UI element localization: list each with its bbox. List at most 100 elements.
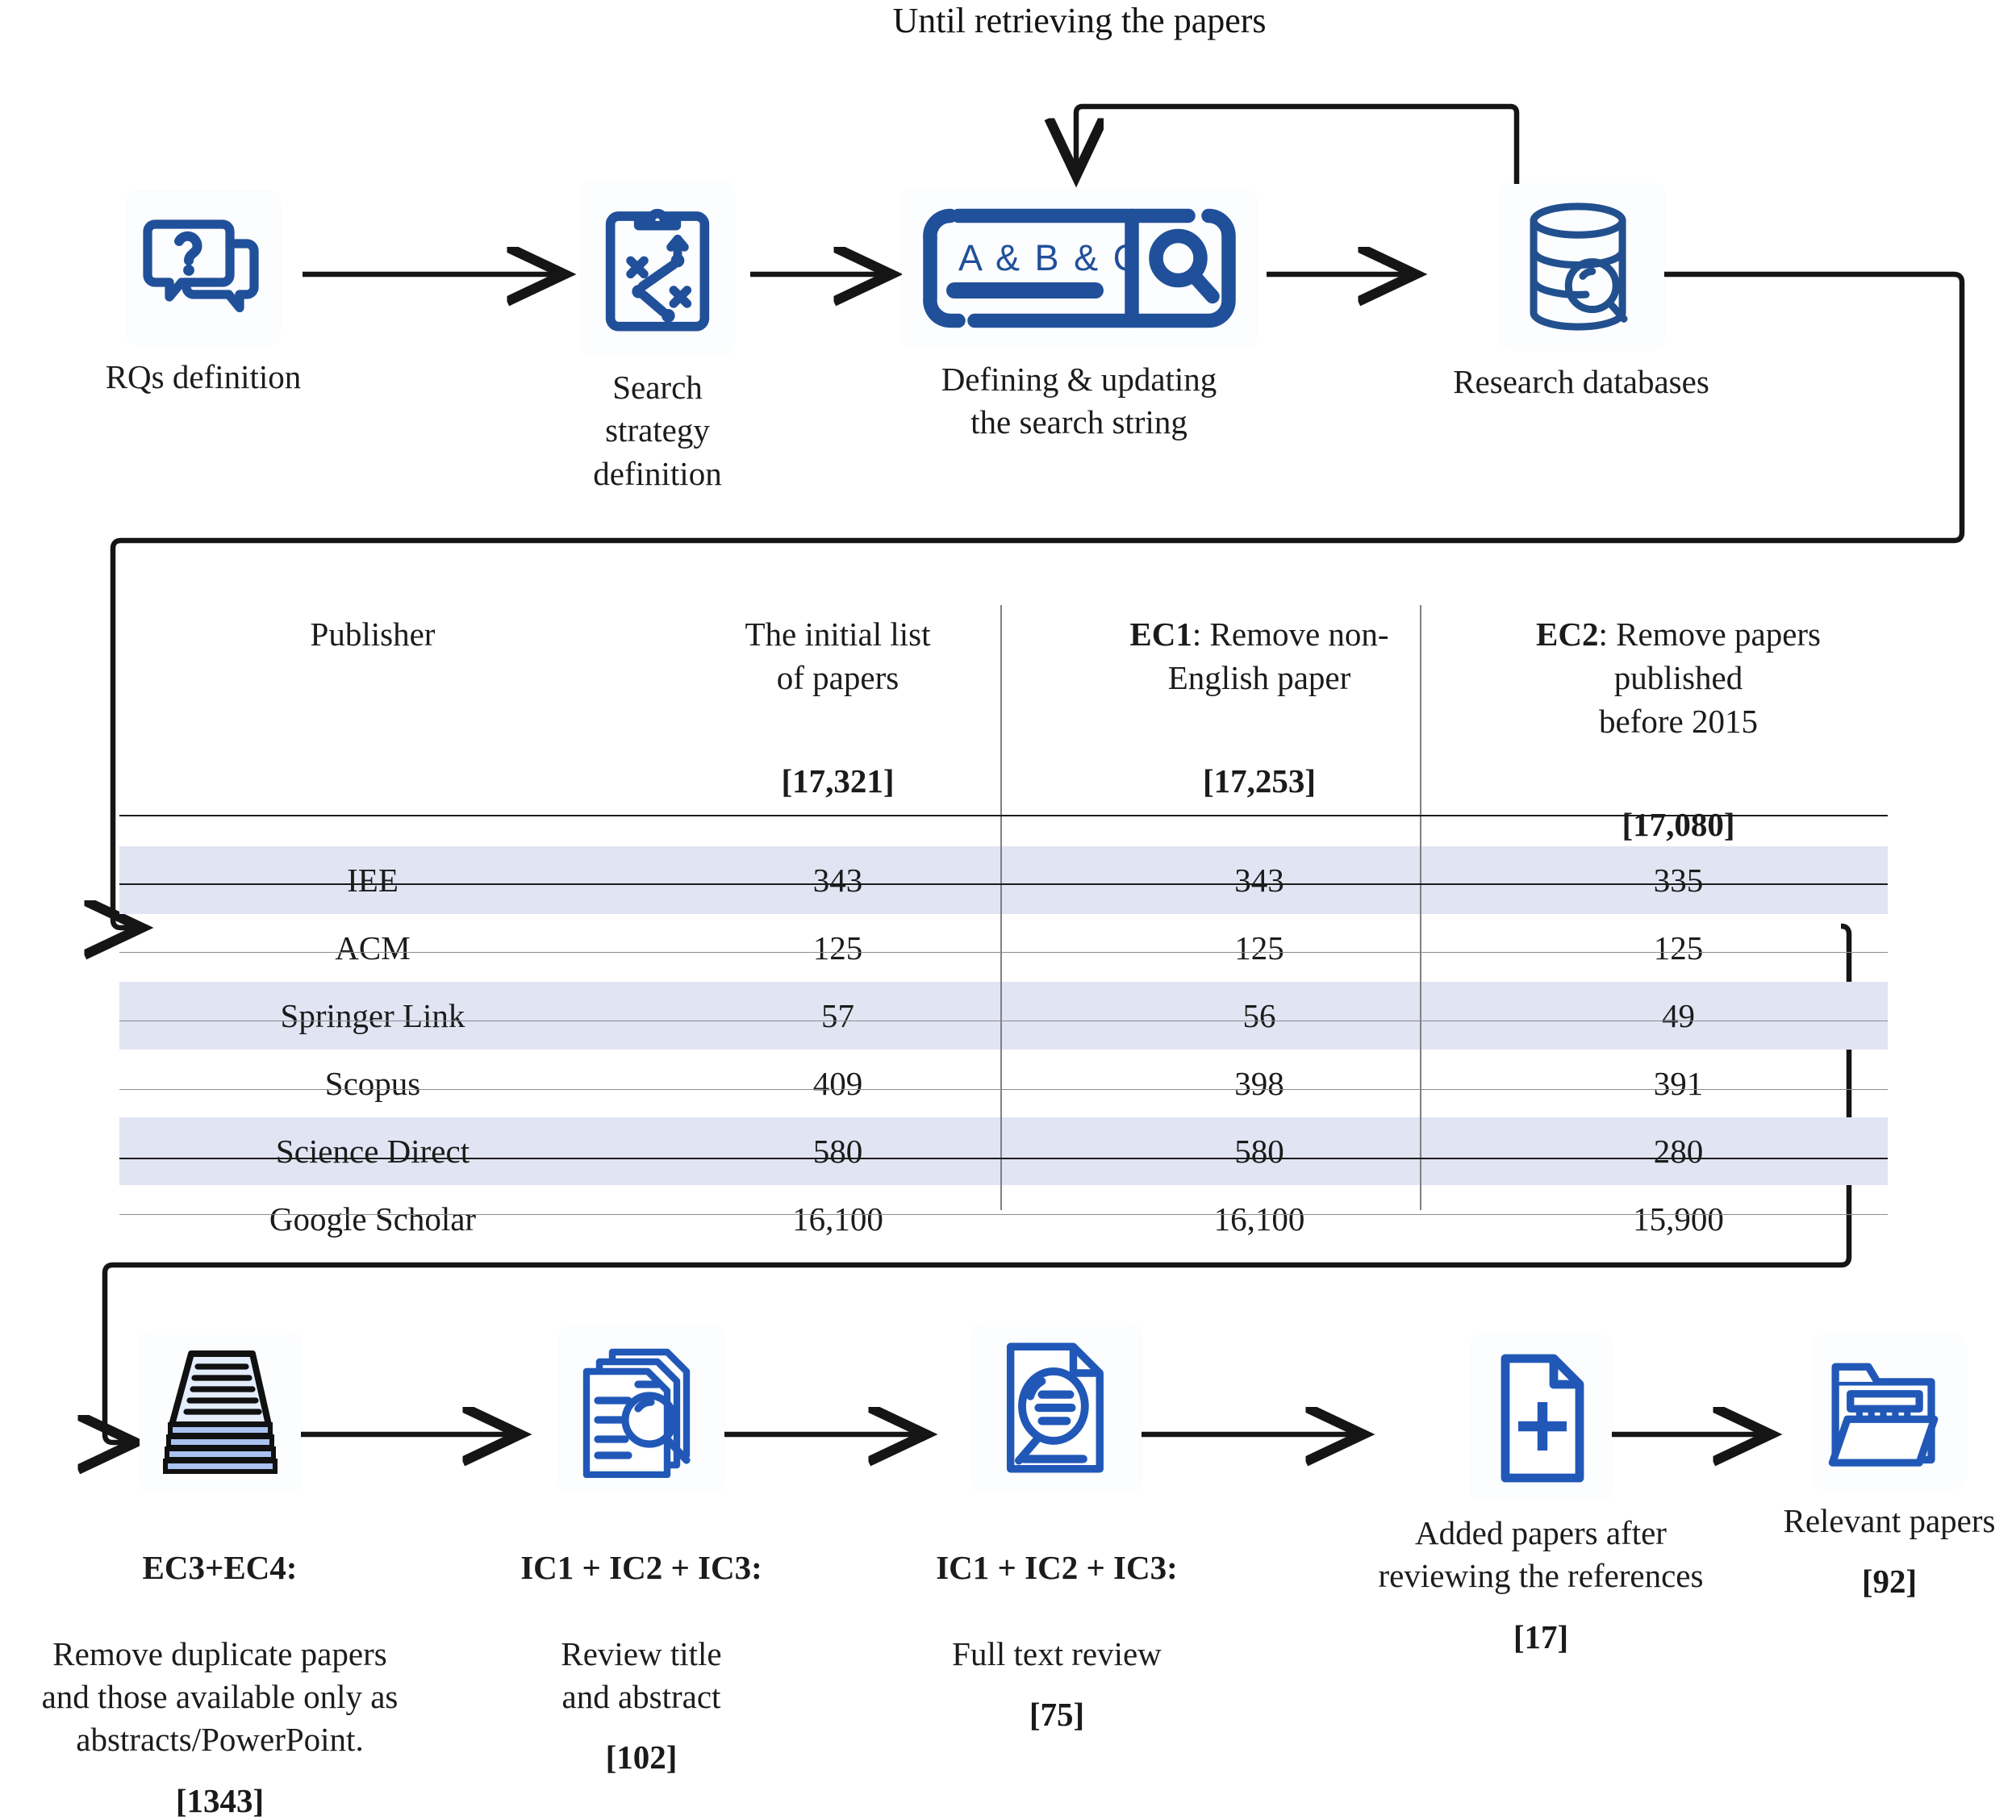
table-header-row: Publisher The initial list of papers [17… [119,601,1888,846]
node-label-ec34: EC3+EC4: Remove duplicate papers and tho… [42,1504,399,1762]
col-header-ec2-total: [17,080] [1622,806,1735,844]
node-label-ic-fulltext: IC1 + IC2 + IC3: Full text review [936,1504,1178,1676]
clipboard-strategy-icon [581,182,734,355]
node-ec3-ec4[interactable]: EC3+EC4: Remove duplicate papers and tho… [0,1331,440,1820]
node-label-databases: Research databases [1453,363,1709,400]
table-rule-after-sciencedirect [119,1158,1888,1159]
node-count-ic-fulltext: [75] [1029,1696,1085,1734]
cell-ec2: 391 [1653,1065,1704,1103]
cell-publisher: Springer Link [119,982,626,1050]
node-label-ec34-bold: EC3+EC4: [142,1549,298,1587]
table-row: ACM 125 125 125 [119,914,1888,982]
node-count-added-papers: [17] [1513,1618,1569,1655]
col-header-ec2-label: EC2: Remove papers published before 2015 [1469,612,1888,743]
search-string-box-icon: A & B & C [901,190,1257,347]
node-ic-fulltext[interactable]: IC1 + IC2 + IC3: Full text review [75] [920,1323,1194,1734]
node-label-ic-fulltext-text: Full text review [952,1634,1162,1672]
col-header-initial: The initial list of papers [17,321] [626,601,1050,846]
table-head: Publisher The initial list of papers [17… [119,601,1888,846]
cell-ec1: 580 [1050,1117,1469,1186]
table-row: Google Scholar 16,100 16,100 15,900 [119,1185,1888,1253]
document-magnifier-glyph [1006,1342,1104,1473]
folder-open-glyph [1828,1363,1939,1467]
node-relevant-papers[interactable]: Relevant papers [92] [1763,1335,2016,1601]
cell-initial: 580 [626,1117,1050,1186]
table-row: IEE 343 343 335 [119,846,1888,915]
table-row: Science Direct 580 580 280 [119,1117,1888,1186]
col-header-ec1-prefix: EC1 [1129,616,1192,653]
cell-initial: 57 [626,982,1050,1050]
node-label-added-papers: Added papers after reviewing the referen… [1378,1514,1704,1595]
col-header-initial-label: The initial list of papers [745,616,931,697]
col-header-ec2-prefix: EC2 [1536,616,1599,653]
cell-publisher: Science Direct [119,1117,626,1186]
cell-publisher: Google Scholar [269,1200,477,1238]
search-string-text: A & B & C [958,237,1142,278]
col-header-publisher-label: Publisher [310,616,436,653]
documents-magnifier-glyph [582,1348,691,1478]
cell-publisher: ACM [335,929,411,967]
cell-ec2: 335 [1469,846,1888,915]
node-label-search-string: Defining & updating the search string [941,361,1217,441]
node-label-search-strategy: Search strategy definition [593,369,722,492]
cell-publisher: IEE [119,846,626,915]
document-magnifier-icon [972,1323,1142,1492]
table-rule-after-iee [119,883,1888,885]
cell-initial: 343 [626,846,1050,915]
cell-publisher: Scopus [324,1065,421,1103]
node-search-strategy[interactable]: Search strategy definition [565,182,750,495]
cell-ec2: 15,900 [1633,1200,1724,1238]
cell-ec2: 280 [1469,1117,1888,1186]
cell-ec1: 125 [1234,929,1284,967]
col-header-ec1-text: : Remove non- English paper [1167,616,1389,697]
cell-ec1: 16,100 [1213,1200,1305,1238]
question-speech-bubbles-icon [127,191,280,344]
documents-magnifier-icon [558,1327,724,1492]
table-col-divider-2 [1420,605,1421,1210]
col-header-ec1-label: EC1: Remove non- English paper [1050,612,1469,699]
col-header-ec2-text: : Remove papers published before 2015 [1598,616,1821,741]
search-string-box-glyph: A & B & C [922,208,1236,328]
node-label-ic-title-bold: IC1 + IC2 + IC3: [520,1549,762,1587]
folder-open-icon [1813,1335,1966,1488]
node-label-ic-title-text: Review title and abstract [561,1634,722,1716]
node-count-relevant-papers: [92] [1861,1563,1918,1601]
col-header-ec2: EC2: Remove papers published before 2015… [1469,601,1888,846]
cell-ec1: 343 [1050,846,1469,915]
loop-label: Until retrieving the papers [892,1,1267,40]
table-body: IEE 343 343 335 ACM 125 125 125 Springer… [119,846,1888,1253]
table-rule-after-scopus [119,1089,1888,1090]
node-label-relevant-papers: Relevant papers [1783,1502,1996,1539]
cell-ec1: 398 [1234,1065,1284,1103]
node-label-ic-title: IC1 + IC2 + IC3: Review title and abstra… [520,1504,762,1718]
table-rule-bottom [119,1214,1888,1215]
table-row: Springer Link 57 56 49 [119,982,1888,1050]
table-col-divider-1 [1000,605,1002,1210]
table-row: Scopus 409 398 391 [119,1050,1888,1117]
question-speech-bubbles-glyph [143,219,259,313]
col-header-publisher: Publisher [119,601,626,846]
paper-stack-glyph [162,1350,278,1474]
col-header-initial-total: [17,321] [781,762,895,800]
node-added-papers[interactable]: Added papers after reviewing the referen… [1299,1335,1783,1656]
cell-initial: 409 [812,1065,863,1103]
table-rule-top-body [119,815,1888,816]
table: Publisher The initial list of papers [17… [119,601,1888,1253]
col-header-ec1-total: [17,253] [1202,762,1317,800]
database-search-icon [1498,184,1664,349]
node-label-ec34-text: Remove duplicate papers and those availa… [41,1634,399,1759]
node-label-rqs: RQs definition [105,358,302,395]
node-rqs-definition[interactable]: RQs definition [98,191,308,399]
cell-ec2: 49 [1469,982,1888,1050]
database-search-glyph [1530,202,1628,331]
cell-ec2: 125 [1653,929,1704,967]
paper-stack-icon [139,1331,301,1492]
node-research-databases[interactable]: Research databases [1416,184,1747,403]
node-ic-title-abstract[interactable]: IC1 + IC2 + IC3: Review title and abstra… [508,1327,774,1776]
node-search-string[interactable]: A & B & C Defining & updating the search… [891,190,1267,445]
col-header-ec1: EC1: Remove non- English paper [17,253] [1050,601,1469,846]
table-rule-after-acm [119,952,1888,953]
cell-initial: 16,100 [792,1200,883,1238]
clipboard-strategy-glyph [605,208,710,331]
node-count-ec34: [1343] [175,1781,265,1819]
